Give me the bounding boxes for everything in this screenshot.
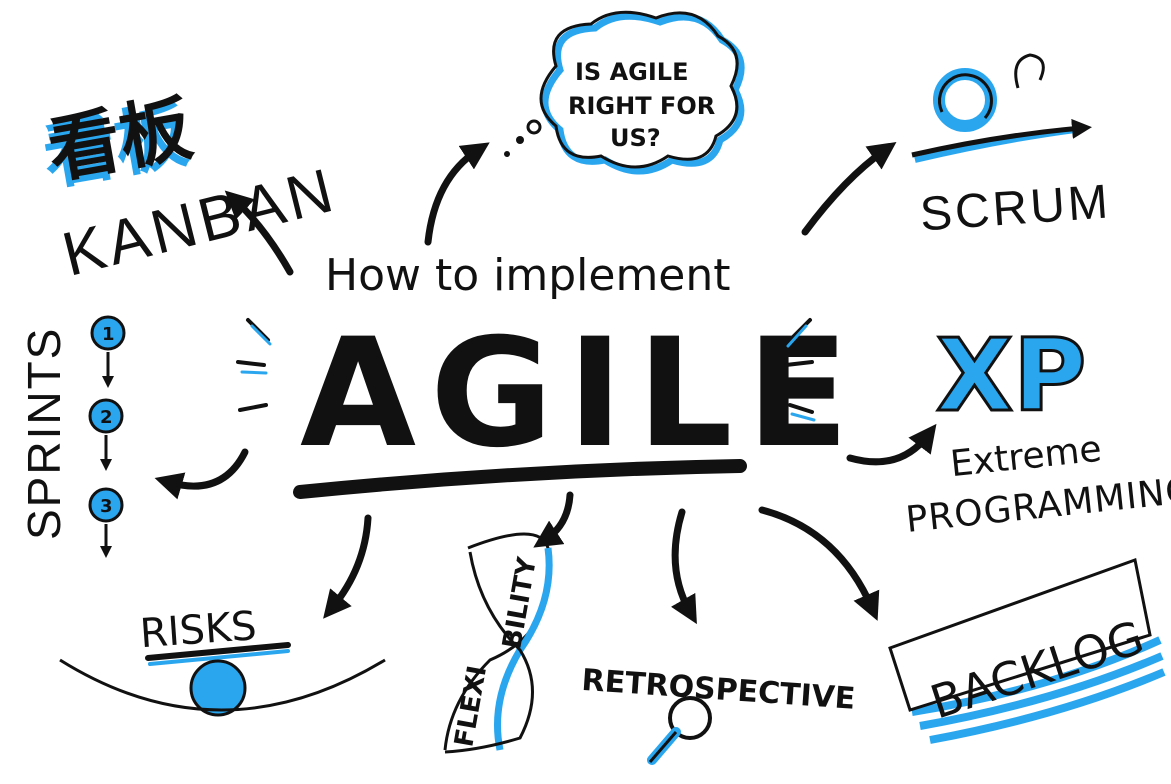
risks-curve	[59, 658, 386, 712]
question-dot-3	[526, 119, 542, 135]
scrum-node: SCRUM	[911, 53, 1113, 242]
magnifier-icon	[647, 696, 712, 765]
arrow-scrum	[801, 141, 897, 236]
svg-text:1: 1	[102, 324, 115, 345]
scrum-cycle	[937, 73, 993, 119]
arrows	[154, 141, 937, 625]
scrum-line-blue	[914, 127, 1076, 163]
question-node: IS AGILE RIGHT FOR US?	[504, 10, 745, 175]
xp-logo: XP	[936, 317, 1086, 434]
xp-line-2: PROGRAMMING	[904, 470, 1171, 541]
center-block: How to implement AGILE	[236, 250, 863, 499]
backlog-card	[888, 558, 1152, 712]
svg-text:2: 2	[100, 407, 113, 428]
retrospective-node: RETROSPECTIVE	[580, 663, 856, 765]
scrum-arrow	[911, 118, 1092, 158]
question-line-2: RIGHT FOR	[568, 92, 715, 120]
backlog-stack	[911, 636, 1166, 744]
question-cloud	[539, 10, 739, 169]
arrow-sprints	[154, 448, 249, 500]
risks-node: RISKS	[59, 603, 386, 717]
sprints-node: SPRINTS 1 2 3	[18, 315, 126, 558]
question-line-3: US?	[610, 124, 661, 152]
xp-node: XP Extreme PROGRAMMING	[904, 316, 1171, 541]
center-title: AGILE	[300, 307, 863, 481]
sprint-step-1: 1	[90, 315, 126, 388]
emphasis-ticks-left-blue	[240, 324, 272, 375]
center-subtitle: How to implement	[325, 250, 731, 301]
question-dot-1	[504, 151, 510, 157]
center-underline	[293, 459, 747, 499]
flex-ribbon-right	[444, 551, 534, 754]
arrow-xp	[846, 423, 937, 466]
emphasis-ticks-right-blue	[786, 324, 816, 422]
arrow-kanban	[224, 190, 294, 276]
sprint-step-2: 2	[88, 398, 124, 471]
sprints-label: SPRINTS	[18, 327, 70, 540]
arrow-flexibility	[533, 491, 574, 548]
arrow-retrospective	[670, 508, 697, 625]
backlog-node: BACKLOG	[888, 558, 1166, 744]
question-dot-2	[516, 136, 524, 144]
retrospective-label: RETROSPECTIVE	[580, 663, 856, 717]
kanban-node: 看板 看板 KANBAN	[37, 85, 343, 289]
scrum-label: SCRUM	[918, 175, 1112, 241]
arrow-question	[424, 142, 490, 246]
risks-board-blue	[148, 649, 290, 666]
flexibility-node: BILITY FLEXI	[443, 532, 553, 754]
flex-upper: FLEXI	[449, 663, 493, 749]
xp-line-1: Extreme	[948, 429, 1103, 486]
emphasis-ticks-right	[784, 318, 814, 414]
emphasis-ticks-left	[236, 318, 270, 412]
risks-board	[145, 642, 291, 661]
risks-ball	[189, 659, 247, 717]
sprint-step-3: 3	[88, 487, 124, 558]
flex-lower: BILITY	[497, 554, 543, 651]
arrow-backlog	[758, 506, 880, 621]
svg-text:3: 3	[100, 496, 113, 517]
question-line-1: IS AGILE	[575, 58, 688, 86]
arrow-risks	[323, 514, 372, 619]
scrum-small-cycle	[1014, 53, 1045, 89]
